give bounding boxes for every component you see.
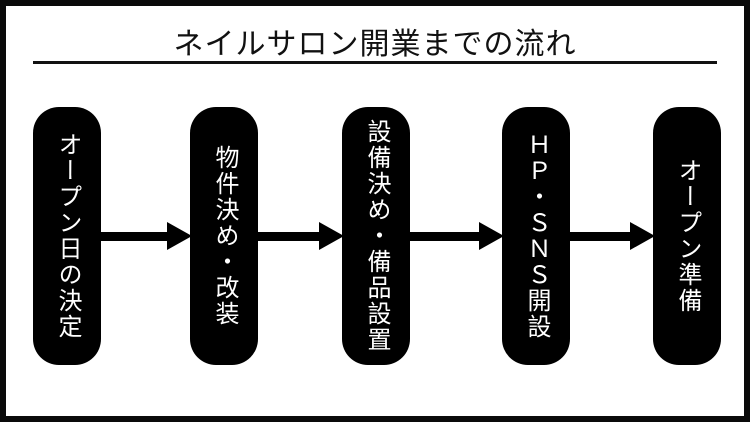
- title-underline: [33, 61, 717, 64]
- flow-step-label: 物件決め・改装: [211, 145, 238, 327]
- flow-step-open-prep: オープン準備: [653, 107, 721, 365]
- arrow-shaft: [408, 231, 484, 241]
- arrow-head: [319, 222, 344, 250]
- arrow-right-icon: [99, 222, 192, 250]
- flow-step-equipment: 設備決め・備品設置: [342, 107, 410, 365]
- arrow-right-icon: [256, 222, 344, 250]
- flow-step-open-date: オープン日の決定: [33, 107, 101, 365]
- flow-step-property: 物件決め・改装: [190, 107, 258, 365]
- arrow-right-icon: [408, 222, 504, 250]
- arrow-head: [479, 222, 504, 250]
- flow-step-label: 設備決め・備品設置: [363, 119, 390, 353]
- arrow-shaft: [256, 231, 324, 241]
- flow-step-label: オープン日の決定: [54, 132, 81, 340]
- arrow-head: [167, 222, 192, 250]
- arrow-shaft: [568, 231, 635, 241]
- flow-step-label: ＨＰ・ＳＮＳ開設: [523, 132, 550, 340]
- flow-step-hp-sns: ＨＰ・ＳＮＳ開設: [502, 107, 570, 365]
- flow-step-label: オープン準備: [674, 158, 701, 314]
- arrow-right-icon: [568, 222, 655, 250]
- arrow-shaft: [99, 231, 172, 241]
- arrow-head: [630, 222, 655, 250]
- diagram-title: ネイルサロン開業までの流れ: [173, 28, 577, 61]
